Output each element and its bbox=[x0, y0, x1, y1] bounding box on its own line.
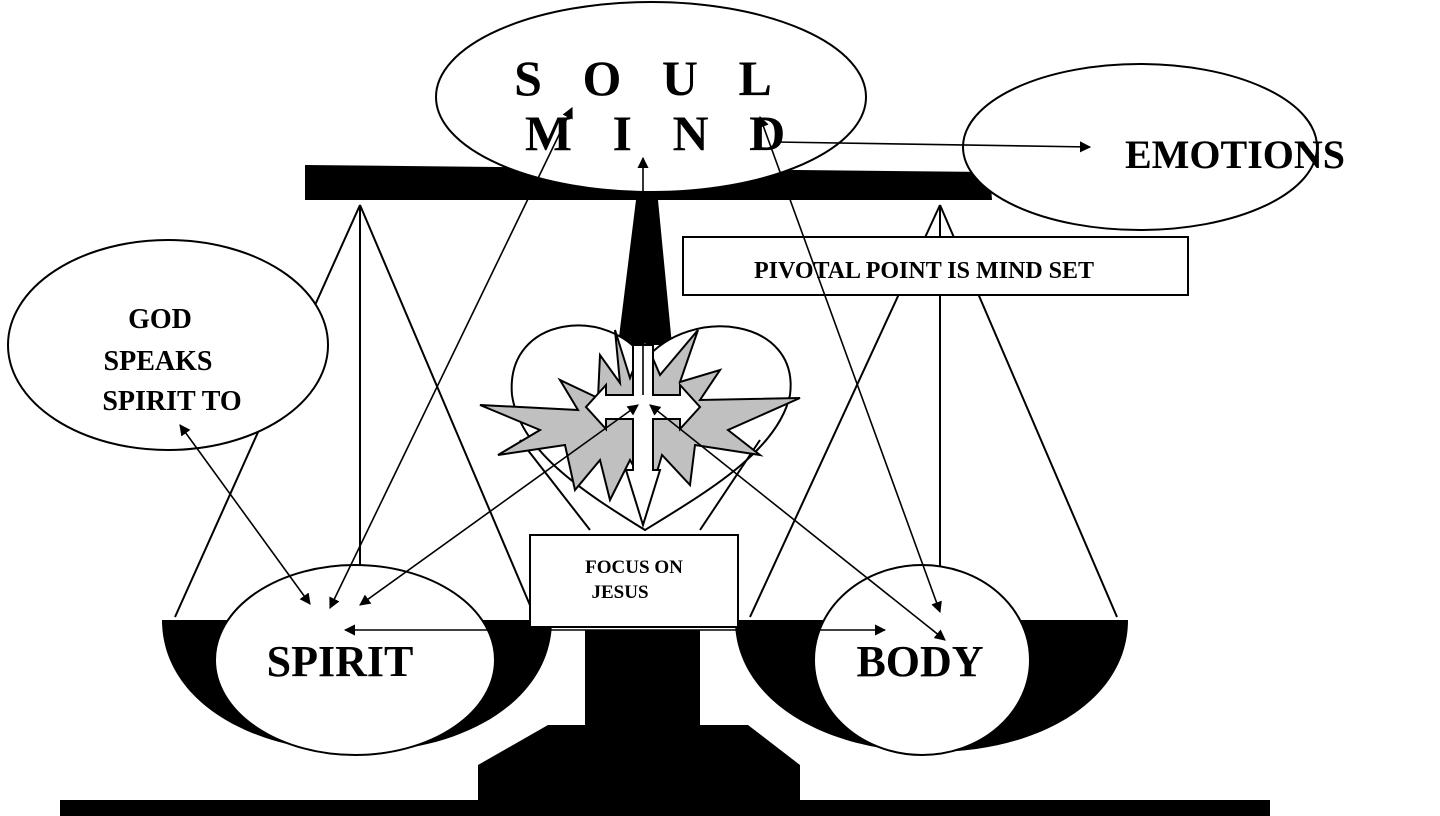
soul-label: S O U L bbox=[514, 50, 786, 106]
god-speaks-ellipse bbox=[8, 240, 328, 450]
spirit-label: SPIRIT bbox=[267, 637, 414, 686]
pivot-post bbox=[618, 200, 672, 345]
god-label-line3: SPIRIT TO bbox=[102, 386, 241, 417]
god-label-line2: SPEAKS bbox=[104, 346, 213, 377]
focus-label-line1: FOCUS ON bbox=[585, 557, 683, 578]
emotions-label: EMOTIONS bbox=[1125, 132, 1345, 177]
pivotal-point-label: PIVOTAL POINT IS MIND SET bbox=[754, 258, 1094, 284]
focus-on-jesus-box bbox=[530, 535, 738, 627]
arrow-god-spirit bbox=[180, 425, 310, 604]
mind-label: M I N D bbox=[525, 105, 799, 161]
focus-label-line2: JESUS bbox=[591, 582, 648, 603]
god-label-line1: GOD bbox=[128, 304, 192, 335]
body-label: BODY bbox=[856, 637, 983, 686]
